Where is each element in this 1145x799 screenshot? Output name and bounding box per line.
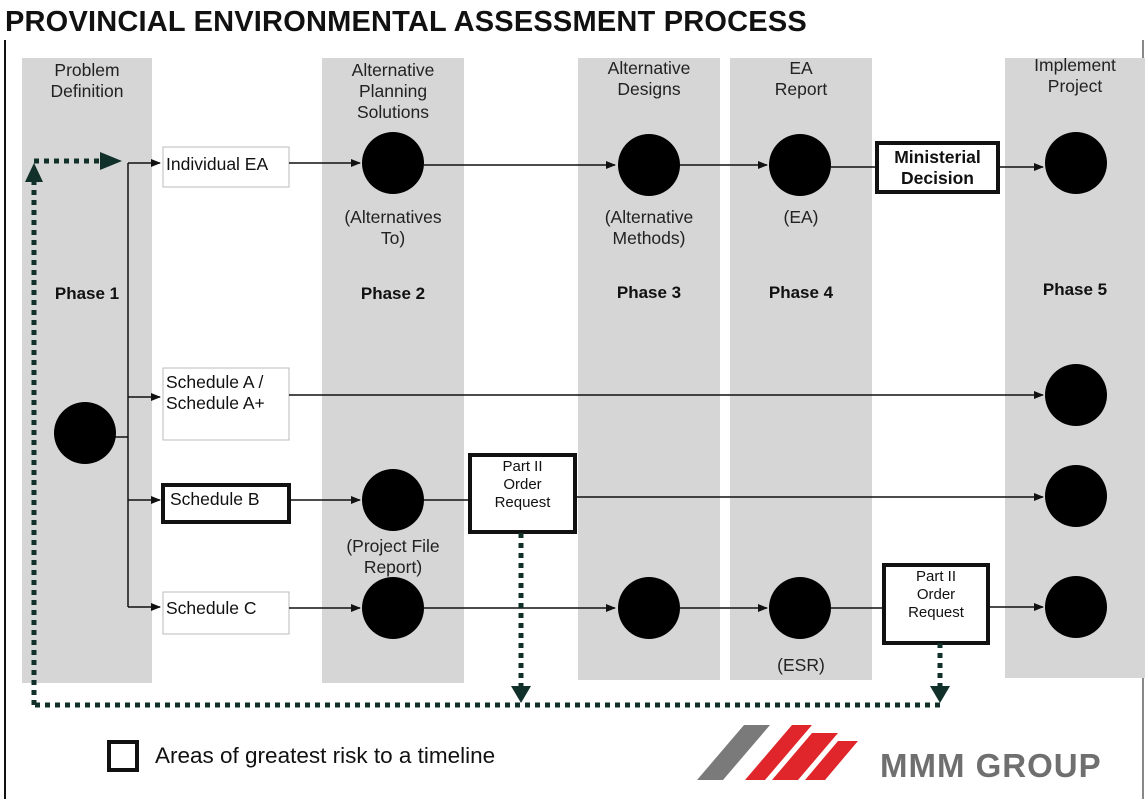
column-heading-ea-report: EA Report <box>774 58 828 99</box>
node-schedc-phase5 <box>1045 576 1107 638</box>
feedback-arrowhead-b <box>511 686 531 703</box>
schedule-c-box <box>162 591 290 635</box>
column-heading-alternative-planning: Alternative Planning Solutions <box>351 60 435 122</box>
feedback-arrowhead-right <box>100 152 122 170</box>
feedback-arrowhead-c <box>930 686 950 703</box>
ministerial-decision-label: Ministerial Decision <box>894 147 981 188</box>
individual-ea-box <box>162 146 290 188</box>
stream-individual-ea: Individual EA <box>166 154 269 174</box>
stream-schedule-c: Schedule C <box>166 598 257 618</box>
part2-order-c-box <box>882 563 990 645</box>
column-heading-implement-project: Implement Project <box>1034 55 1116 96</box>
node-schedc-phase3 <box>618 577 680 639</box>
node-phase1 <box>54 402 116 464</box>
schedule-b-box <box>161 483 291 524</box>
part2-order-b-label: Part II Order Request <box>494 458 551 511</box>
annotation-project-file-report: (Project File Report) <box>346 536 440 577</box>
annotation-ea: (EA) <box>783 207 819 227</box>
node-ea-phase5 <box>1045 132 1107 194</box>
node-scheda-phase5 <box>1045 364 1107 426</box>
legend-text: Areas of greatest risk to a timeline <box>155 743 496 768</box>
node-ea-phase2 <box>362 132 424 194</box>
feedback-arrowhead-up <box>25 163 43 182</box>
column-phase1-band <box>22 58 152 683</box>
phase-5-label: Phase 5 <box>1042 280 1108 299</box>
page-title: PROVINCIAL ENVIRONMENTAL ASSESSMENT PROC… <box>5 6 807 38</box>
node-schedc-phase4 <box>769 577 831 639</box>
phase-3-label: Phase 3 <box>616 283 682 302</box>
part2-order-c-label: Part II Order Request <box>908 568 964 621</box>
feedback-loop <box>31 158 943 708</box>
schedule-a-box <box>162 367 290 441</box>
ministerial-decision-box <box>875 141 1000 194</box>
phase-2-label: Phase 2 <box>360 284 426 303</box>
stream-schedule-b: Schedule B <box>170 489 260 509</box>
node-schedb-phase5 <box>1045 465 1107 527</box>
part2-order-b-box <box>468 453 577 534</box>
phase-4-label: Phase 4 <box>768 283 834 302</box>
annotation-alternatives-to: (Alternatives To) <box>344 207 442 248</box>
annotation-esr: (ESR) <box>777 655 825 675</box>
phase-1-label: Phase 1 <box>54 284 120 303</box>
column-heading-problem-definition: Problem Definition <box>50 60 124 101</box>
stream-schedule-a: Schedule A / Schedule A+ <box>166 372 265 413</box>
column-heading-alternative-designs: Alternative Designs <box>607 58 691 99</box>
node-ea-phase4 <box>769 134 831 196</box>
node-schedc-phase2 <box>362 577 424 639</box>
mmm-logo-text: MMM GROUP <box>880 747 1102 784</box>
annotation-alternative-methods: (Alternative Methods) <box>604 207 694 248</box>
mmm-logo-mark <box>697 725 858 780</box>
legend-swatch <box>107 740 139 772</box>
node-ea-phase3 <box>618 134 680 196</box>
node-schedb-phase2 <box>362 469 424 531</box>
